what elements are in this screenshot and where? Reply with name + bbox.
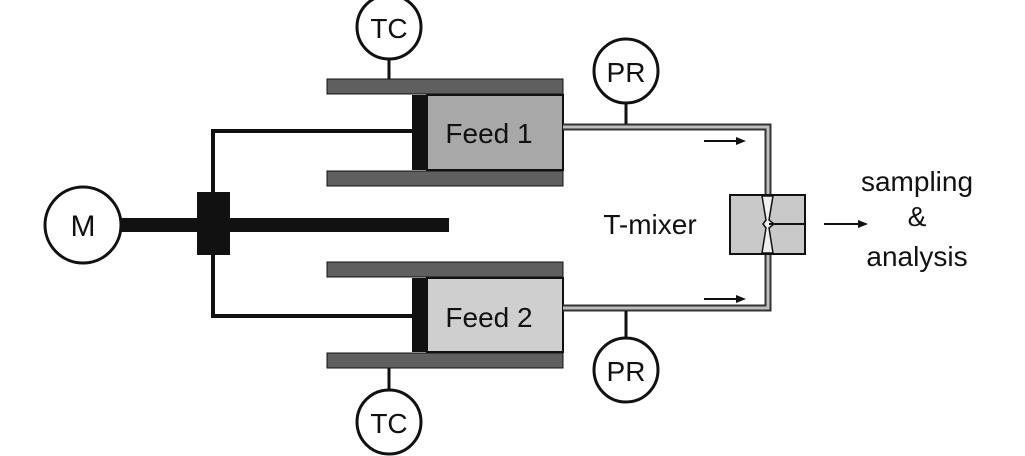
temperature-controller-bottom: TC: [355, 368, 423, 456]
pressure-reader-bottom: PR: [592, 311, 660, 404]
flow-arrow-top: [704, 137, 746, 145]
barrel-wall-top-upper: [326, 78, 564, 95]
temperature-controller-top: TC: [355, 0, 423, 79]
pr-bottom-circle: [592, 336, 660, 404]
barrel-wall-top-lower: [326, 170, 564, 187]
syringe-bottom: Feed 2: [326, 261, 564, 369]
tc-top-circle: [355, 0, 423, 61]
plunger-top: [412, 95, 428, 170]
barrel-wall-bottom-lower: [326, 352, 564, 369]
t-mixer: [729, 194, 806, 255]
tc-bottom-label: TC: [370, 408, 407, 439]
output-label-line1: sampling: [861, 166, 973, 197]
output-label-line3: analysis: [866, 241, 967, 272]
motor: M: [43, 185, 123, 265]
pr-bottom-label: PR: [607, 356, 646, 387]
shaft-coupling-block: [197, 192, 230, 255]
mixer-label: T-mixer: [603, 209, 696, 240]
pr-top-label: PR: [607, 57, 646, 88]
linkage-arm-top: [211, 129, 412, 192]
flow-arrow-bottom: [704, 295, 746, 303]
pr-top-circle: [592, 37, 660, 105]
syringe-top: Feed 1: [326, 78, 564, 187]
output-arrow: [824, 220, 868, 228]
feed2-label: Feed 2: [445, 302, 532, 333]
tc-top-label: TC: [370, 13, 407, 44]
feed1-label: Feed 1: [445, 118, 532, 149]
t-mixer-channel: [761, 195, 776, 254]
feed2-chamber: [426, 277, 564, 353]
tc-bottom-circle: [355, 388, 423, 456]
feed1-chamber: [426, 94, 564, 171]
motor-label: M: [71, 210, 96, 243]
output-label-line2: &: [908, 201, 927, 232]
barrel-wall-bottom-upper: [326, 261, 564, 278]
pressure-reader-top: PR: [592, 37, 660, 124]
tube-bottom-inner: [563, 254, 770, 310]
tube-top-outline: [563, 123, 772, 196]
drive-shaft: [121, 218, 449, 232]
plunger-bottom: [412, 278, 428, 352]
linkage-arm-bottom: [211, 255, 412, 318]
tube-top-inner: [563, 125, 770, 196]
